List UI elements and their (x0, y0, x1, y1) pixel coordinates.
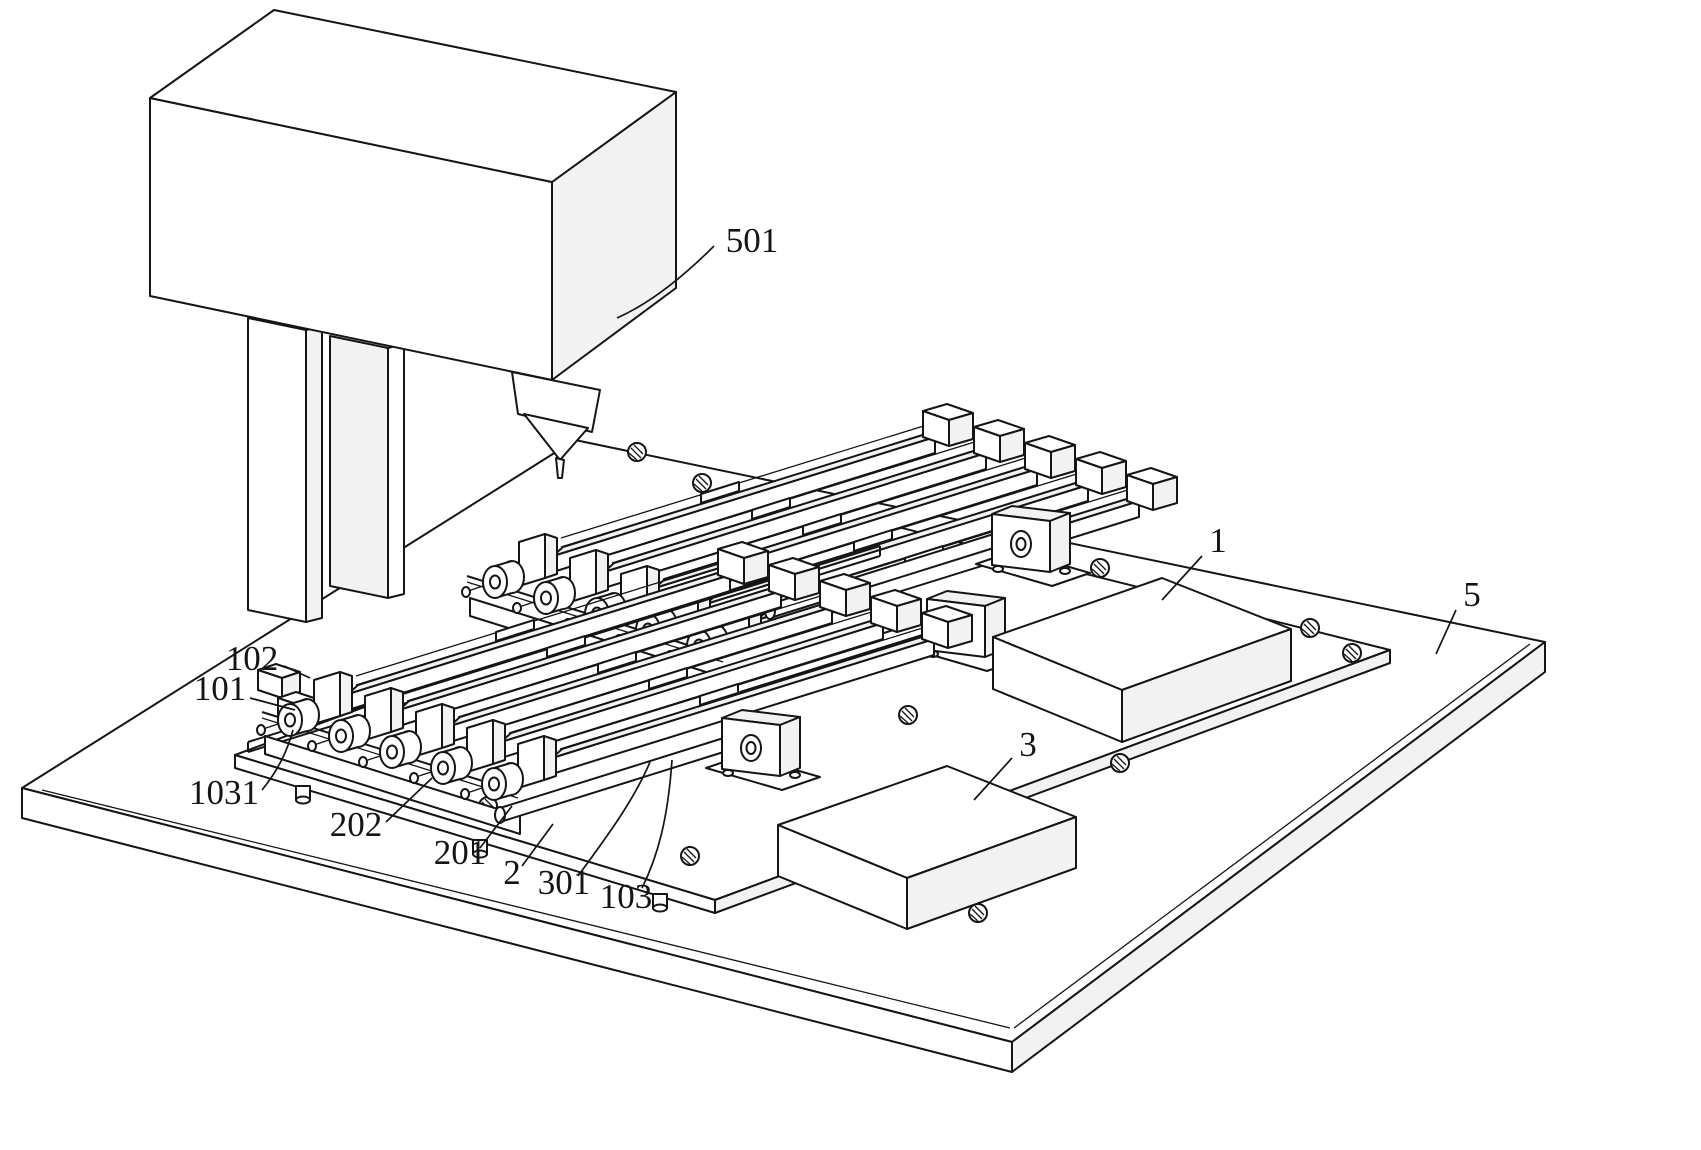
tool-tip (555, 457, 565, 479)
screw (1090, 558, 1110, 578)
base-plate-front-right (1011, 641, 1546, 1073)
annotations: 501 1 5 3 102 101 1031 202 201 2 301 103 (189, 221, 1481, 916)
stop-block-1 (992, 577, 1292, 743)
ref-label-103: 103 (600, 877, 653, 916)
stop-block-3 (777, 765, 1077, 930)
leader-102 (283, 665, 311, 679)
ref-label-102: 102 (226, 639, 279, 678)
ref-label-1031: 1031 (189, 773, 259, 812)
ref-label-301: 301 (538, 863, 591, 902)
ref-label-5: 5 (1463, 575, 1481, 614)
block-3-side (906, 816, 1077, 930)
screw (627, 442, 647, 462)
ref-label-1: 1 (1209, 521, 1227, 560)
column-front (247, 317, 307, 623)
support-foot (295, 785, 311, 805)
leader-2 (521, 823, 554, 867)
column-front-side (305, 325, 323, 623)
ref-label-101: 101 (194, 669, 247, 708)
leader-501 (616, 245, 715, 319)
column-rear-side (387, 343, 405, 599)
leader-1031 (261, 729, 294, 791)
leader-1 (1161, 555, 1203, 601)
screw (1110, 753, 1130, 773)
screw (898, 705, 918, 725)
machine-scene: 501 1 5 3 102 101 1031 202 201 2 301 103 (21, 9, 1546, 1073)
support-foot (652, 893, 668, 913)
column-rear (329, 335, 389, 599)
screw (1342, 643, 1362, 663)
machine-stand (247, 317, 405, 623)
ref-label-3: 3 (1019, 725, 1037, 764)
leader-201 (479, 805, 513, 849)
block-1-side (1121, 628, 1292, 743)
corner-bracket-upper (257, 663, 301, 699)
screw (692, 473, 712, 493)
ref-label-201: 201 (434, 833, 487, 872)
leader-101 (249, 697, 296, 711)
leader-103 (641, 759, 673, 889)
ref-label-202: 202 (330, 805, 383, 844)
leader-202 (385, 777, 433, 823)
leader-3 (973, 757, 1013, 801)
leader-5 (1435, 609, 1457, 655)
leader-301 (577, 761, 651, 877)
spindle-head (149, 9, 677, 479)
head-box-top (149, 9, 677, 183)
ref-label-2: 2 (503, 853, 521, 892)
bank-base-bar (264, 735, 521, 835)
ref-label-501: 501 (726, 221, 779, 260)
clamp-bank-front (256, 541, 973, 835)
screw (680, 846, 700, 866)
spindle-cone (523, 413, 589, 461)
screw (1300, 618, 1320, 638)
